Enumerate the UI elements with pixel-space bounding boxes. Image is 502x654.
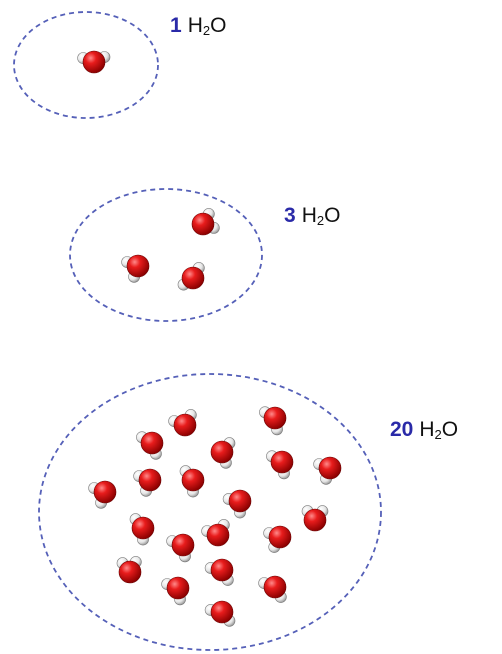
oxygen-atom bbox=[126, 254, 150, 278]
water-molecule bbox=[136, 431, 164, 460]
oxygen-atom bbox=[210, 440, 234, 464]
water-molecules bbox=[77, 50, 342, 627]
oxygen-atom bbox=[82, 50, 106, 74]
water-molecule bbox=[177, 262, 205, 291]
oxygen-atom bbox=[263, 406, 287, 430]
water-molecule bbox=[179, 465, 205, 498]
water-molecule bbox=[204, 558, 234, 586]
water-molecule bbox=[116, 556, 142, 584]
oxygen-atom bbox=[173, 413, 197, 437]
oxygen-atom bbox=[138, 468, 162, 492]
water-molecule bbox=[266, 450, 294, 480]
water-molecule bbox=[129, 513, 155, 546]
water-molecule bbox=[201, 519, 230, 547]
oxygen-atom bbox=[131, 516, 155, 540]
water-molecule bbox=[168, 409, 197, 437]
oxygen-atom bbox=[171, 533, 195, 557]
water-molecule bbox=[121, 254, 150, 283]
water-molecule bbox=[258, 575, 287, 603]
water-molecule bbox=[263, 525, 292, 553]
oxygen-atom bbox=[303, 508, 327, 532]
water-molecule bbox=[166, 533, 195, 563]
water-molecule bbox=[204, 600, 236, 627]
water-molecule bbox=[133, 468, 162, 497]
water-molecule bbox=[222, 489, 252, 519]
oxygen-atom bbox=[140, 431, 164, 455]
water-molecule bbox=[313, 456, 342, 485]
cluster-1-formula: H2O bbox=[187, 14, 227, 38]
oxygen-atom bbox=[318, 456, 342, 480]
oxygen-atom bbox=[210, 558, 234, 582]
cluster-3-formula: H2O bbox=[301, 204, 341, 228]
water-molecule bbox=[161, 576, 190, 606]
oxygen-atom bbox=[268, 525, 292, 549]
cluster-20-formula: H2O bbox=[419, 418, 459, 442]
oxygen-atom bbox=[228, 489, 252, 513]
cluster-1-boundary bbox=[13, 11, 159, 119]
water-molecule bbox=[210, 437, 236, 469]
oxygen-atom bbox=[210, 600, 234, 624]
water-molecule bbox=[259, 406, 287, 436]
cluster-20-count: 20 bbox=[390, 418, 414, 441]
cluster-20-boundary bbox=[38, 373, 382, 651]
oxygen-atom bbox=[270, 450, 294, 474]
oxygen-atom bbox=[93, 480, 117, 504]
water-molecule bbox=[77, 50, 111, 74]
cluster-1-count: 1 bbox=[170, 14, 182, 37]
oxygen-atom bbox=[181, 266, 205, 290]
water-molecule bbox=[191, 208, 220, 236]
oxygen-atom bbox=[181, 468, 205, 492]
oxygen-atom bbox=[191, 212, 215, 236]
oxygen-atom bbox=[206, 523, 230, 547]
cluster-3-boundary bbox=[69, 188, 263, 322]
oxygen-atom bbox=[118, 560, 142, 584]
oxygen-atom bbox=[263, 575, 287, 599]
cluster-3-count: 3 bbox=[284, 204, 296, 227]
water-molecule bbox=[301, 505, 329, 532]
water-molecule bbox=[88, 480, 117, 509]
oxygen-atom bbox=[166, 576, 190, 600]
